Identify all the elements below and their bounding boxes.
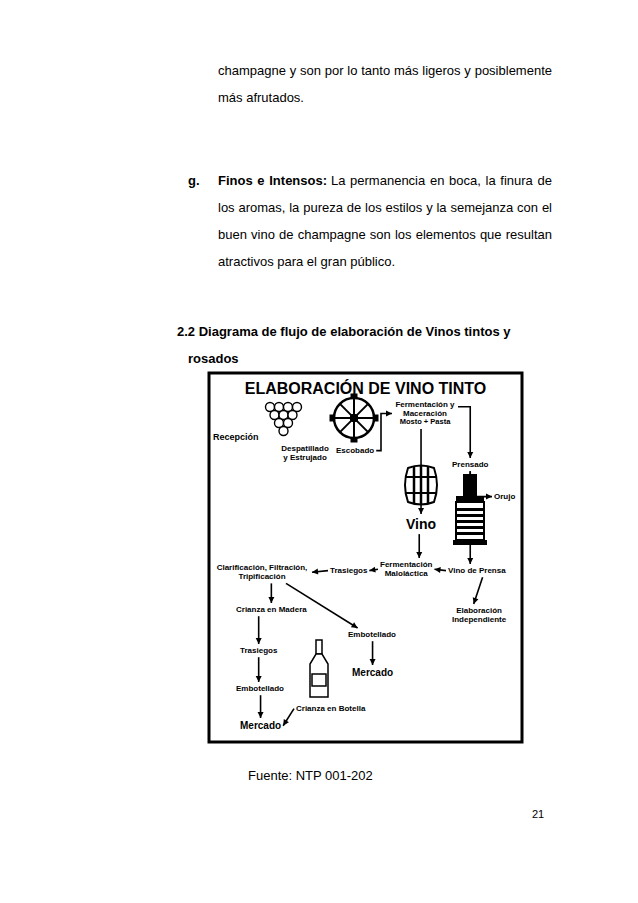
body-paragraph: champagne y son por lo tanto más ligeros… [218,57,552,111]
flow-arrow [256,616,262,644]
arrow-head [351,622,358,628]
flow-step: Recepción [213,432,259,442]
arrow-head [256,638,262,644]
flow-arrow [258,695,264,718]
paragraph-text: champagne y son por lo tanto más ligeros… [218,63,552,105]
step-label: Prensado [452,460,488,469]
figure-source: Fuente: NTP 001-202 [248,768,373,783]
step-label: Embotellado [348,630,396,639]
arrow-head [370,659,376,665]
arrow-line [474,577,483,604]
wine-press-icon [453,474,487,545]
flow-arrow [434,567,446,573]
flow-arrow [256,657,262,682]
arrow-head [416,552,422,558]
arrow-head [283,719,289,726]
flow-step: Trasiegos [240,646,277,655]
step-label: Escobado [336,446,374,455]
diagram-title: ELABORACIÓN DE VINO TINTO [209,380,522,398]
flow-step: Mercado [240,720,281,732]
arrow-head [467,452,473,458]
arrow-head [258,712,264,718]
flow-step: Embotellado [236,684,284,693]
flow-step: Trasiegos [330,566,367,575]
destemmer-wheel-icon [330,394,378,442]
flow-step: Prensado [452,460,488,469]
flow-arrow [268,583,274,603]
arrow-head [268,597,274,603]
flow-step: Vino de Prensa [448,566,506,575]
arrow-line [458,407,470,458]
flow-arrow [376,411,392,451]
term-heading: Finos e Intensos: [218,173,327,188]
step-label: Despatillado y Estrujado [280,444,330,462]
flow-step: Embotellado [348,630,396,639]
step-label: Orujo [494,492,515,501]
flow-step: Vino [406,516,436,532]
flow-step: Fermentación Maloláctica [380,560,432,578]
step-label: Trasiegos [240,646,277,655]
step-label: Vino de Prensa [448,566,506,575]
step-sublabel: Mosto + Pasta [394,418,456,427]
arrow-head [369,567,375,573]
section-heading: 2.2 Diagrama de flujo de elaboración de … [177,318,552,372]
arrow-line [376,414,392,451]
page-number: 21 [532,808,544,820]
arrow-head [434,567,440,573]
step-label: Fermentación Maloláctica [380,560,432,578]
diagram-frame [209,373,522,742]
step-label: Vino [406,516,436,532]
step-label: Trasiegos [330,566,367,575]
step-label: Mercado [352,667,393,679]
flow-step: Clarificación, Filtración, Tripificación [214,563,310,581]
step-label: Recepción [213,432,259,442]
arrow-head [312,569,318,575]
flow-step: Despatillado y Estrujado [280,444,330,462]
bottle-icon [310,640,328,697]
flow-arrow [473,577,483,604]
arrow-head [418,508,424,514]
flow-arrow [283,709,294,726]
step-label: Fermentación y Maceración [394,400,456,418]
step-label: Elaboración Independiente [452,606,506,624]
step-label: Crianza en Madera [236,605,307,614]
arrow-line [420,429,422,514]
flow-step: Mercado [352,667,393,679]
flow-arrow [458,407,473,458]
arrow-head [473,597,479,604]
flow-step: Crianza en Botella [296,704,365,713]
arrow-line [283,709,294,726]
flow-step: Fermentación y MaceraciónMosto + Pasta [394,400,456,427]
step-label: Crianza en Botella [296,704,365,713]
step-label: Clarificación, Filtración, Tripificación [214,563,310,581]
step-label: Embotellado [236,684,284,693]
arrow-head [386,411,392,417]
arrow-head [486,494,492,500]
flow-step: Escobado [336,446,374,455]
list-letter: g. [188,167,200,194]
flow-step: Orujo [494,492,515,501]
flow-step: Crianza en Madera [236,605,307,614]
grapes-icon [266,403,302,436]
flow-arrow [416,534,422,558]
step-label: Mercado [240,720,281,732]
flow-step: Elaboración Independiente [452,606,506,624]
flow-arrow [369,567,378,573]
body-paragraph: Finos e Intensos:La permanencia en boca,… [218,167,552,275]
arrow-head [467,558,473,564]
flow-arrow [312,569,328,575]
arrow-head [256,676,262,682]
barrel-icon [405,466,437,505]
flow-arrow [370,641,376,665]
